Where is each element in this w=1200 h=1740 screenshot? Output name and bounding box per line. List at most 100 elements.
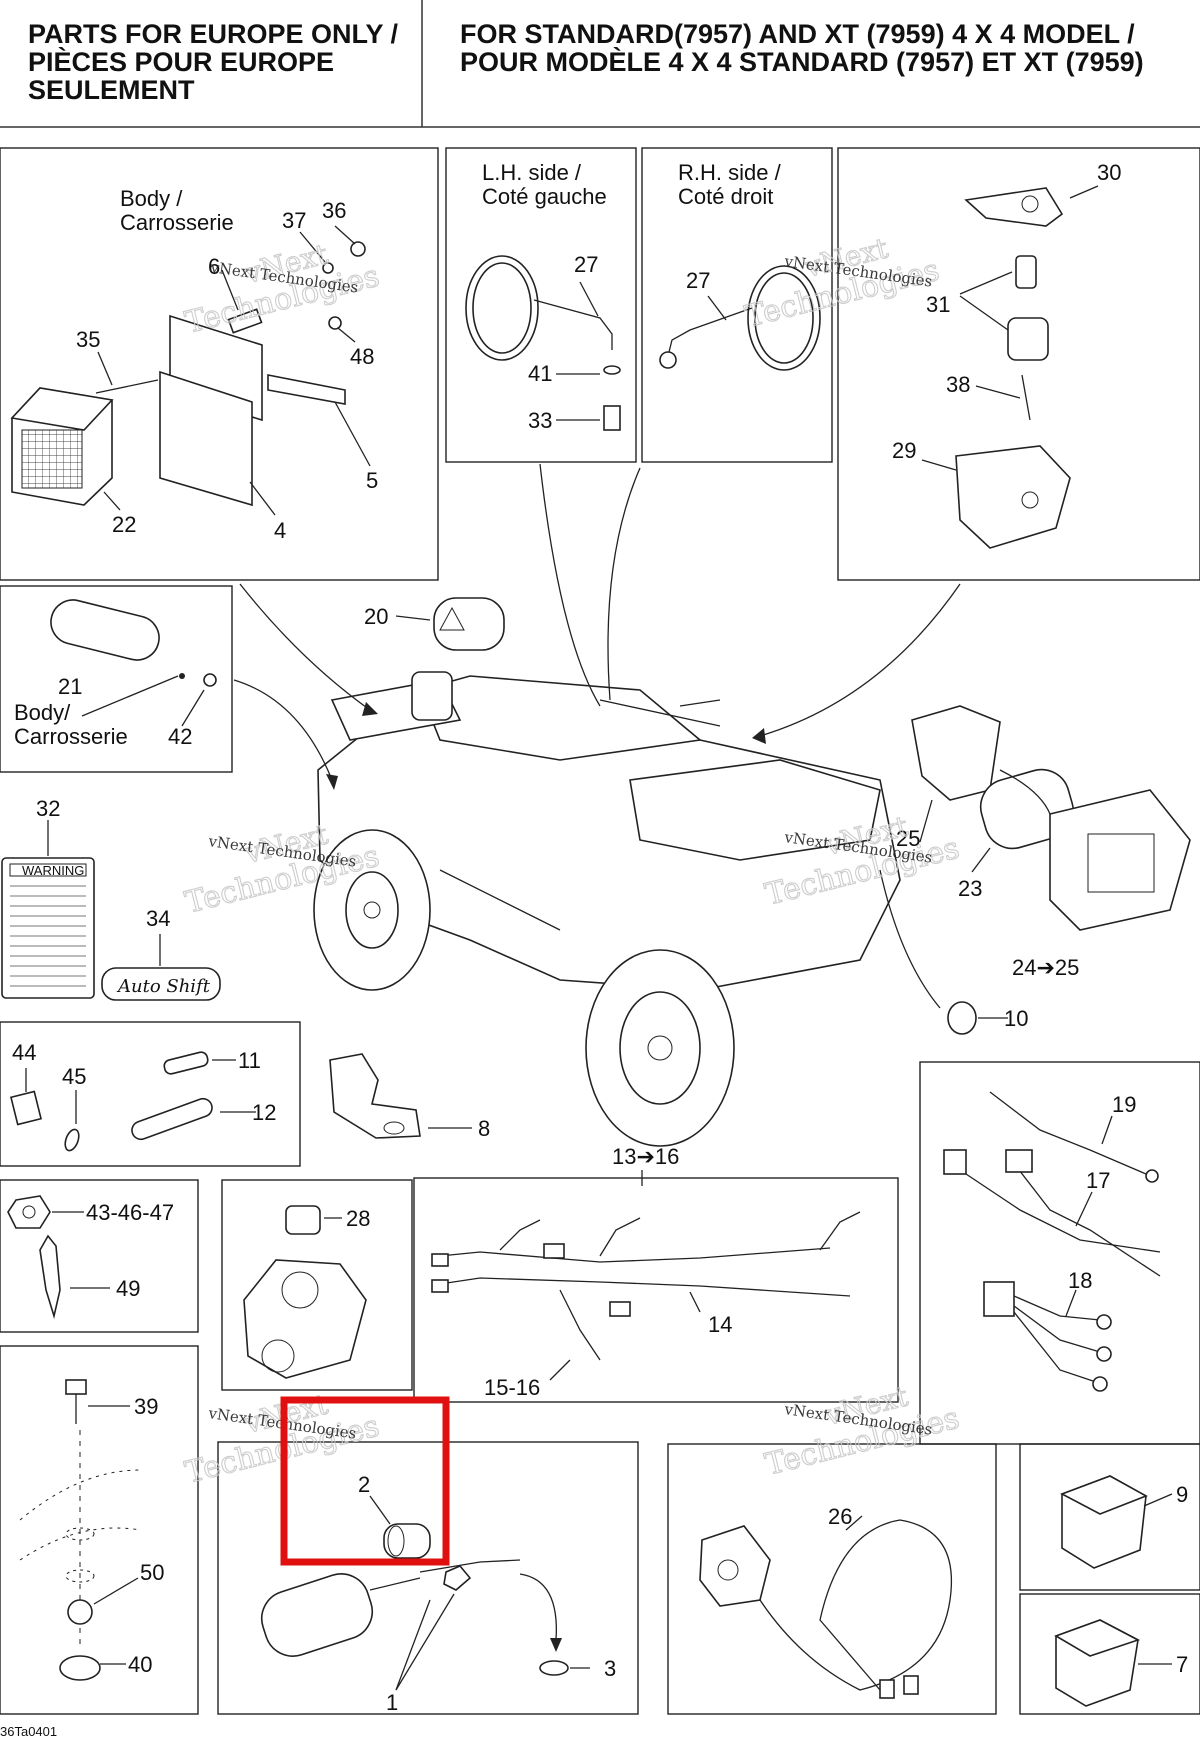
callout-25: 25 [896, 826, 920, 851]
callout-41: 41 [528, 361, 552, 386]
hazard-switch-20: 20 [364, 597, 505, 651]
sleeve-12 [131, 1097, 213, 1141]
panel-small-parts: 44 45 11 12 [0, 1021, 301, 1167]
wire-19 [989, 1091, 1147, 1175]
header-right-title: FOR STANDARD(7957) AND XT (7959) 4 X 4 M… [460, 19, 1144, 77]
panel-title-rh-line2: Coté droit [678, 184, 773, 209]
callout-42: 42 [168, 724, 192, 749]
callout-19: 19 [1112, 1092, 1136, 1117]
header-left-title: PARTS FOR EUROPE ONLY / PIÈCES POUR EURO… [28, 19, 399, 105]
cover-29 [955, 445, 1071, 549]
callout-9: 9 [1176, 1482, 1188, 1507]
callout-30: 30 [1097, 160, 1121, 185]
decals: WARNING 32 Auto Shift 34 [1, 796, 221, 1001]
callout-24-25: 24➔25 [1012, 955, 1079, 980]
tie-49 [39, 1234, 61, 1320]
highlight-box [280, 1396, 450, 1566]
horn-10 [947, 1001, 977, 1035]
callout-36: 36 [322, 198, 346, 223]
callout-27-right: 27 [686, 268, 710, 293]
autoshift-decal-34 [101, 967, 221, 1001]
reflector-21 [50, 599, 160, 661]
callout-4: 4 [274, 518, 286, 543]
nut-43 [7, 1195, 51, 1229]
callout-35: 35 [76, 327, 100, 352]
ignition-switch-31 [1007, 317, 1049, 361]
callout-23: 23 [958, 876, 982, 901]
callout-48: 48 [350, 344, 374, 369]
header-frame [0, 0, 1200, 128]
connector-13 [431, 1253, 449, 1267]
atv-vehicle [313, 671, 901, 1147]
callout-5: 5 [366, 468, 378, 493]
callout-7: 7 [1176, 1652, 1188, 1677]
callout-29: 29 [892, 438, 916, 463]
panel-title-body-mid-line2: Carrosserie [14, 724, 128, 749]
bracket-30 [964, 187, 1064, 227]
callout-33: 33 [528, 408, 552, 433]
callout-34: 34 [146, 906, 170, 931]
callout-8: 8 [478, 1116, 490, 1141]
panel-ignition: 30 31 38 29 [837, 147, 1200, 581]
callout-45: 45 [62, 1064, 86, 1089]
connector-18 [983, 1281, 1015, 1317]
oring-45 [64, 1128, 80, 1152]
panel-rh-mirror: R.H. side / Coté droit 27 [641, 147, 833, 463]
callout-3: 3 [604, 1656, 616, 1681]
panel-relay-7: 7 [1019, 1593, 1200, 1715]
callout-6: 6 [208, 254, 220, 279]
callout-18: 18 [1068, 1268, 1092, 1293]
panel-wiring-17-19: 19 17 18 [919, 1061, 1200, 1445]
panel-relay-9: 9 [1019, 1443, 1200, 1591]
callout-12: 12 [252, 1100, 276, 1125]
callout-43-46-47: 43-46-47 [86, 1200, 174, 1225]
decal-brand-text: Auto Shift [116, 976, 211, 997]
plate-mudflap [159, 370, 253, 507]
panel-grommet-28: 28 [221, 1179, 413, 1391]
adapter-33 [603, 405, 621, 431]
panel-fasteners: 43-46-47 49 [0, 1179, 199, 1333]
callout-26: 26 [828, 1504, 852, 1529]
panel-title-lh-line2: Coté gauche [482, 184, 607, 209]
callout-15-16: 15-16 [484, 1375, 540, 1400]
nut-36 [350, 241, 366, 257]
callout-49: 49 [116, 1276, 140, 1301]
panel-lh-mirror: L.H. side / Coté gauche 27 41 33 [445, 147, 637, 463]
callout-38: 38 [946, 372, 970, 397]
callout-28: 28 [346, 1206, 370, 1231]
spacer-6 [227, 308, 263, 334]
connector-11 [163, 1051, 209, 1075]
bolt-39 [65, 1379, 87, 1395]
diagram-code: 36Ta0401 [0, 1724, 57, 1739]
callout-44: 44 [12, 1040, 36, 1065]
panel-switch-26: 26 [667, 1443, 997, 1715]
callout-37: 37 [282, 208, 306, 233]
lockwasher-50 [67, 1599, 93, 1625]
panel-title-lh-line1: L.H. side / [482, 160, 582, 185]
pin-38 [1021, 374, 1031, 421]
callout-27-left: 27 [574, 252, 598, 277]
connector-arrows [233, 463, 1051, 1009]
key-31 [1015, 255, 1037, 289]
callout-32: 32 [36, 796, 60, 821]
panel-title-rh-line1: R.H. side / [678, 160, 782, 185]
panel-reflector: 21 Body/ Carrosserie 42 [0, 585, 233, 773]
callout-50: 50 [140, 1560, 164, 1585]
nut-42 [203, 673, 217, 687]
decal-warning-text: WARNING [22, 863, 84, 878]
headlight-housing-25 [911, 705, 1001, 801]
grommet-2 [383, 1523, 431, 1559]
callout-11: 11 [238, 1048, 261, 1073]
tail-light [10, 387, 114, 506]
panel-bolt: 39 50 40 [0, 1345, 199, 1715]
callout-22: 22 [112, 512, 136, 537]
washer-3 [539, 1660, 569, 1676]
callout-20: 20 [364, 604, 388, 629]
callout-14: 14 [708, 1312, 732, 1337]
callout-40: 40 [128, 1652, 152, 1677]
turn-signal-1 [260, 1573, 374, 1657]
callout-2: 2 [358, 1472, 370, 1497]
callout-13-16: 13➔16 [612, 1144, 679, 1169]
callout-21: 21 [58, 674, 82, 699]
